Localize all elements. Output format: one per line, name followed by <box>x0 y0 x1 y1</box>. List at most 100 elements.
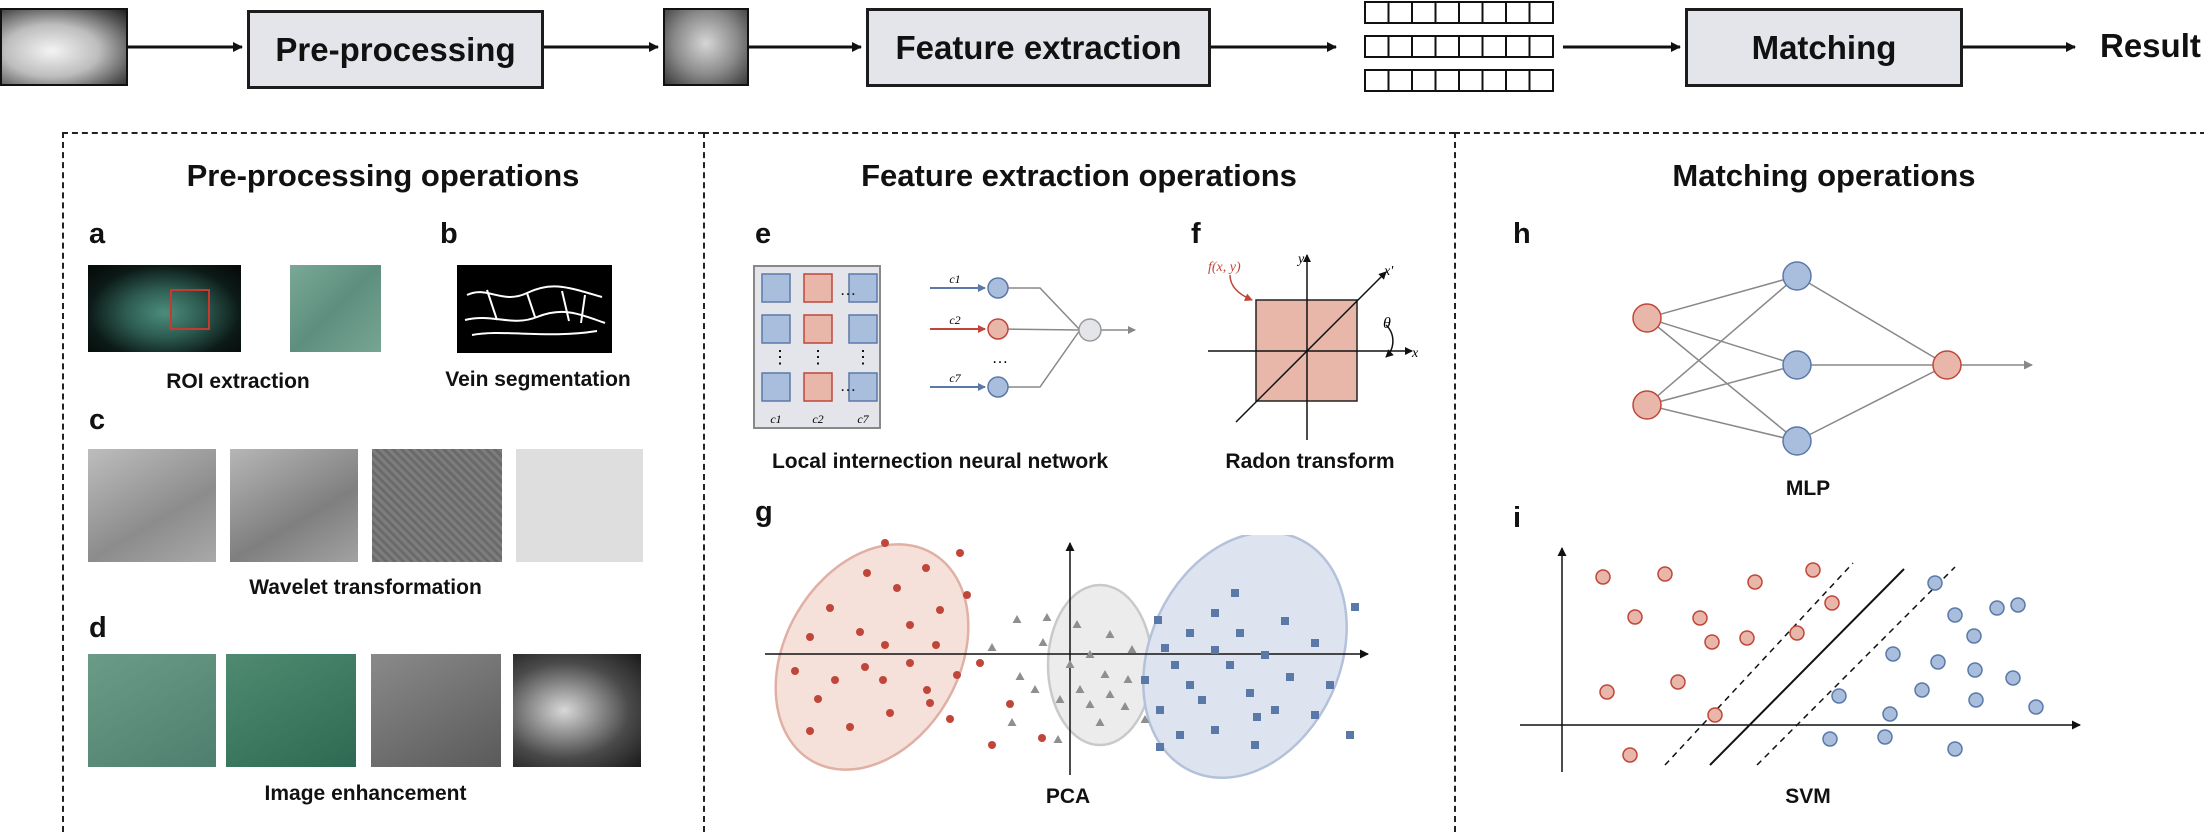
pca-point-red <box>1038 734 1046 742</box>
feature-vector-cell <box>1364 35 1390 58</box>
wavelet-image-1 <box>88 449 216 562</box>
lnn-ellipsis-mid: … <box>992 350 1008 367</box>
pca-point-grey <box>987 643 997 651</box>
pipeline-result-label: Result <box>2100 27 2201 64</box>
pca-point-blue <box>1231 589 1239 597</box>
caption-radon-transform: Radon transform <box>1225 450 1395 473</box>
feature-vector-cell <box>1481 35 1507 58</box>
pca-class-red-ellipse <box>774 543 970 771</box>
feature-vector-cell <box>1528 69 1554 92</box>
pca-point-red <box>846 723 854 731</box>
pca-point-red <box>922 564 930 572</box>
lnn-input-square <box>803 372 833 402</box>
caption-wavelet-transformation: Wavelet transformation <box>249 576 482 599</box>
feature-vector-cell <box>1481 1 1507 24</box>
pipeline-matching-box: Matching <box>1685 8 1963 87</box>
caption-local-interconnection-network: Local internection neural network <box>771 450 1109 473</box>
radon-theta-label: θ <box>1383 315 1391 332</box>
lnn-input-square <box>848 314 878 344</box>
pca-plot <box>765 535 1369 780</box>
svm-point-blue <box>1989 600 2005 616</box>
pca-point-blue <box>1346 731 1354 739</box>
pipeline-preprocessing-box: Pre-processing <box>247 10 544 89</box>
feature-vector-cell <box>1411 1 1437 24</box>
pca-point-grey <box>1120 702 1130 710</box>
caption-roi-extraction: ROI extraction <box>166 370 310 393</box>
feature-vector-cell <box>1458 35 1484 58</box>
pca-point-red <box>879 676 887 684</box>
svm-point-blue <box>1968 692 1984 708</box>
svm-point-red <box>1824 595 1840 611</box>
pca-point-blue <box>1211 609 1219 617</box>
panel-letter-b: b <box>440 218 458 250</box>
lnn-diagram: … … ⋮ ⋮ ⋮ c1 c2 c7 c1 c2 … c7 <box>753 265 1136 429</box>
pca-point-grey <box>1038 638 1048 646</box>
feature-vector-cell <box>1364 1 1390 24</box>
enhanced-image-4 <box>513 654 641 767</box>
wavelet-image-4 <box>516 449 643 562</box>
pca-point-red <box>932 641 940 649</box>
enhanced-image-2 <box>226 654 356 767</box>
caption-svm: SVM <box>1785 785 1831 808</box>
svm-point-blue <box>2028 699 2044 715</box>
feature-vector-cell <box>1528 35 1554 58</box>
caption-pca: PCA <box>1045 785 1091 808</box>
mlp-diagram <box>1632 261 2033 456</box>
pca-point-blue <box>1211 726 1219 734</box>
lnn-col-label-2: c2 <box>812 412 823 426</box>
svm-point-red <box>1739 630 1755 646</box>
svm-point-blue <box>1831 688 1847 704</box>
feature-vector-cell <box>1387 69 1413 92</box>
pca-point-grey <box>1123 675 1133 683</box>
svm-point-red <box>1707 707 1723 723</box>
svm-point-red <box>1622 747 1638 763</box>
radon-y-label: y <box>1296 252 1305 267</box>
pca-point-red <box>953 671 961 679</box>
mlp-output-node <box>1932 350 1962 380</box>
section-title-matching: Matching operations <box>1672 158 1976 193</box>
caption-image-enhancement: Image enhancement <box>264 782 467 805</box>
radon-diagram: f(x, y) x y x' θ <box>1208 252 1419 440</box>
pca-point-grey <box>1055 695 1065 703</box>
mlp-hidden-node-2 <box>1782 350 1812 380</box>
pca-point-red <box>881 641 889 649</box>
wavelet-image-2 <box>230 449 358 562</box>
panel-preprocessing <box>62 132 704 832</box>
pca-point-blue <box>1171 661 1179 669</box>
feature-vector-cell <box>1505 1 1531 24</box>
feature-vector-grid <box>1364 1 1554 92</box>
pca-point-red <box>806 727 814 735</box>
pca-point-red <box>906 659 914 667</box>
finger-image-roi <box>663 8 749 86</box>
pca-point-red <box>863 569 871 577</box>
pca-point-red <box>814 695 822 703</box>
svm-point-red <box>1599 684 1615 700</box>
pca-point-red <box>861 663 869 671</box>
svm-point-blue <box>1927 575 1943 591</box>
pca-point-blue <box>1261 651 1269 659</box>
pca-point-blue <box>1246 689 1254 697</box>
panel-feature-extraction <box>703 132 1455 832</box>
pca-point-blue <box>1161 644 1169 652</box>
pca-point-red <box>826 604 834 612</box>
svm-point-blue <box>1947 741 1963 757</box>
pca-point-blue <box>1141 676 1149 684</box>
finger-image-raw <box>0 8 128 86</box>
pca-point-red <box>988 741 996 749</box>
pca-point-grey <box>1127 645 1137 653</box>
panel-matching <box>1454 132 2204 832</box>
pca-point-grey <box>1085 700 1095 708</box>
feature-vector-cell <box>1364 69 1390 92</box>
lnn-vdots-2: ⋮ <box>809 347 827 367</box>
svm-point-red <box>1657 566 1673 582</box>
pca-point-grey <box>1053 735 1063 743</box>
pca-point-blue <box>1236 629 1244 637</box>
lnn-ellipsis-bottom: … <box>840 378 856 395</box>
panel-letter-i: i <box>1513 502 1522 534</box>
svm-margin-lower <box>1756 566 1956 766</box>
svm-point-red <box>1704 634 1720 650</box>
pca-point-grey <box>1140 715 1150 723</box>
pca-point-red <box>1006 700 1014 708</box>
panel-letter-e: e <box>755 218 772 250</box>
pca-point-blue <box>1271 706 1279 714</box>
